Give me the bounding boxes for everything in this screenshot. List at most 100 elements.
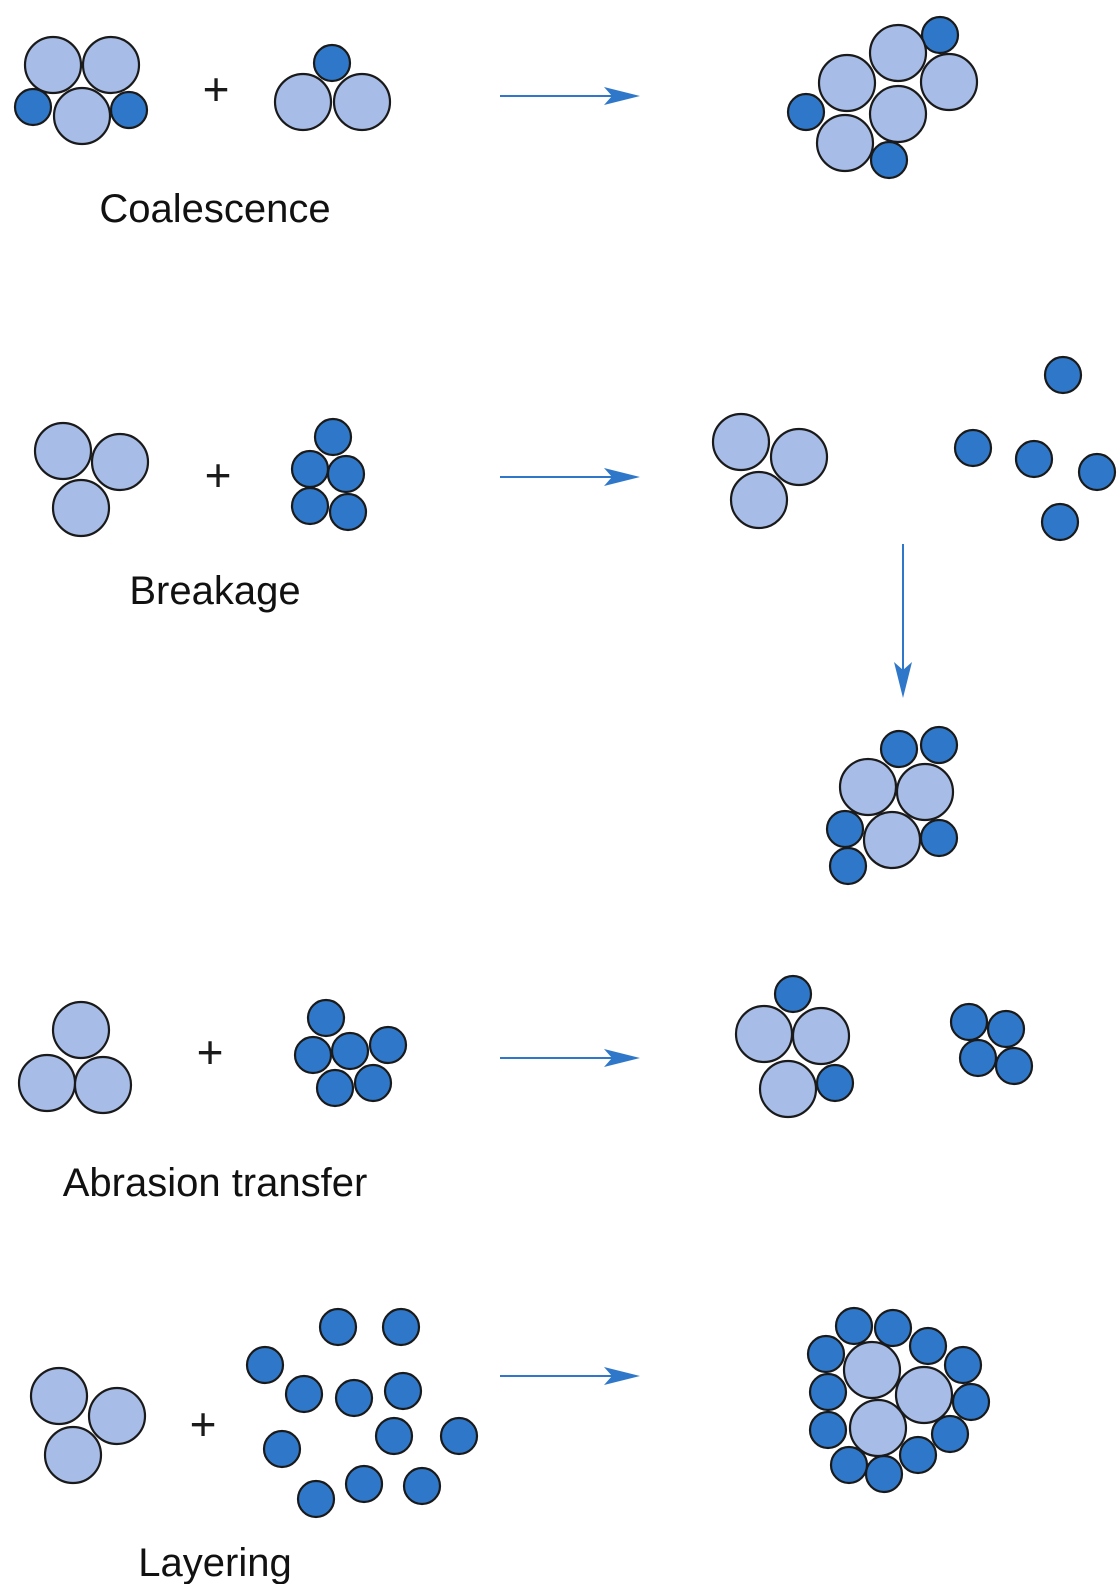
abrasion-product-small: [949, 1002, 1034, 1086]
plus-sign: +: [205, 449, 232, 501]
large-particle: [868, 84, 928, 144]
plus-sign: +: [197, 1026, 224, 1078]
large-particle: [815, 113, 875, 173]
small-particle: [344, 1464, 384, 1504]
small-particle: [383, 1371, 423, 1411]
small-particle: [290, 449, 330, 489]
small-particle: [402, 1466, 442, 1506]
small-particle: [920, 15, 960, 55]
large-particle: [87, 1386, 147, 1446]
small-particle: [873, 1308, 913, 1348]
small-particle: [949, 1002, 989, 1042]
arrow-right: [500, 1367, 640, 1385]
small-particle: [245, 1345, 285, 1385]
coalescence-product: [786, 15, 979, 180]
large-particle: [791, 1006, 851, 1066]
large-particle: [711, 412, 771, 472]
small-particle: [318, 1307, 358, 1347]
small-particle: [290, 486, 330, 526]
small-particle: [315, 1068, 355, 1108]
layering-row: +: [29, 1306, 991, 1584]
large-particle: [81, 35, 141, 95]
small-particle: [1043, 355, 1083, 395]
small-particle: [958, 1038, 998, 1078]
small-particle: [919, 725, 959, 765]
small-particle: [284, 1374, 324, 1414]
small-particle: [825, 809, 865, 849]
small-particle: [808, 1410, 848, 1450]
small-particle: [353, 1063, 393, 1103]
large-particle: [43, 1425, 103, 1485]
layering-reactant-2: [245, 1307, 479, 1519]
breakage-reactant-1: [33, 421, 150, 538]
large-particle: [895, 762, 955, 822]
process-label: Layering: [138, 1541, 291, 1584]
abrasion-reactant-2: [293, 998, 408, 1108]
small-particle: [368, 1025, 408, 1065]
large-particle: [848, 1398, 908, 1458]
small-particle: [806, 1334, 846, 1374]
large-particle: [273, 72, 333, 132]
large-particle: [17, 1053, 77, 1113]
large-particle: [73, 1055, 133, 1115]
small-particle: [869, 140, 909, 180]
small-particle: [109, 90, 149, 130]
large-particle: [838, 757, 898, 817]
small-particle: [439, 1416, 479, 1456]
layering-product: [806, 1306, 991, 1494]
large-particle: [769, 427, 829, 487]
arrow-right: [500, 1049, 640, 1067]
abrasion-row: + Abrasion transfer: [17, 974, 1034, 1205]
breakage-fragment-large: [711, 412, 829, 530]
small-particle: [334, 1378, 374, 1418]
small-particle: [312, 43, 352, 83]
large-particle: [817, 53, 877, 113]
large-particle: [33, 421, 93, 481]
small-particle: [828, 846, 868, 886]
breakage-row: +: [33, 355, 1117, 886]
large-particle: [332, 72, 392, 132]
process-label: Breakage: [129, 569, 300, 613]
small-particle: [374, 1416, 414, 1456]
large-particle: [90, 432, 150, 492]
small-particle: [1014, 439, 1054, 479]
abrasion-reactant-1: [17, 1000, 133, 1115]
layering-reactant-1: [29, 1366, 147, 1485]
plus-sign: +: [203, 63, 230, 115]
large-particle: [734, 1004, 794, 1064]
small-particle: [293, 1035, 333, 1075]
small-particle: [13, 87, 53, 127]
large-particle: [23, 35, 83, 95]
plus-sign: +: [190, 1398, 217, 1450]
large-particle: [894, 1365, 954, 1425]
small-particle: [1077, 452, 1117, 492]
small-particle: [313, 417, 353, 457]
breakage-reactant-2: [290, 417, 368, 532]
coalescence-reactant-2: [273, 43, 392, 132]
small-particle: [306, 998, 346, 1038]
small-particle: [815, 1063, 855, 1103]
small-particle: [829, 1445, 869, 1485]
small-particle: [898, 1435, 938, 1475]
large-particle: [51, 478, 111, 538]
large-particle: [52, 86, 112, 146]
small-particle: [808, 1372, 848, 1412]
breakage-product: [825, 725, 959, 886]
large-particle: [842, 1340, 902, 1400]
arrow-right: [500, 468, 640, 486]
coalescence-reactant-1: [13, 35, 149, 146]
small-particle: [326, 454, 366, 494]
small-particle: [786, 92, 826, 132]
small-particle: [994, 1046, 1034, 1086]
small-particle: [908, 1326, 948, 1366]
coalescence-row: + Coalescence: [13, 15, 979, 231]
large-particle: [29, 1366, 89, 1426]
small-particle: [864, 1454, 904, 1494]
arrow-right: [500, 87, 640, 105]
small-particle: [953, 428, 993, 468]
small-particle: [262, 1429, 302, 1469]
large-particle: [729, 470, 789, 530]
breakage-fragment-small: [953, 355, 1117, 542]
large-particle: [862, 810, 922, 870]
